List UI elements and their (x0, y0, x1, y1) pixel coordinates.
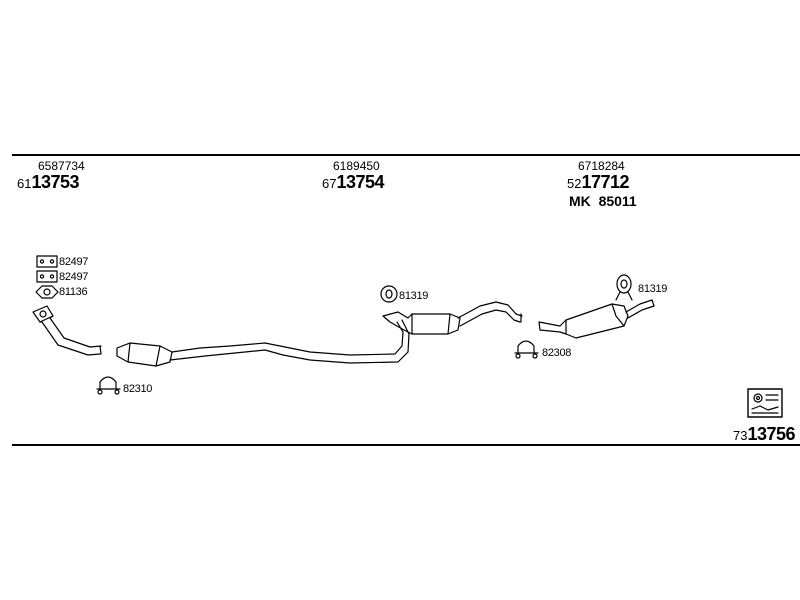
hanger-mid-icon (380, 285, 398, 303)
bottom-rule (12, 444, 800, 446)
group1-ref: 6587734 (38, 159, 85, 173)
group1-code: 6113753 (17, 172, 80, 192)
front-pipe-icon (32, 305, 102, 356)
group2-code: 6713754 (322, 172, 385, 192)
catalytic-converter-icon (116, 342, 173, 367)
clamp-front-label: 82310 (123, 383, 153, 395)
hanger-rear-label: 81319 (638, 283, 668, 295)
gasket-1-label: 82497 (59, 256, 89, 268)
clamp-rear-icon (514, 340, 539, 359)
flange-gasket-label: 81136 (59, 286, 88, 298)
group3-code: 5217712 (567, 172, 630, 192)
gasket-2-icon (36, 270, 58, 283)
gasket-1-icon (36, 255, 58, 268)
flange-gasket-icon (35, 285, 59, 299)
gasket-2-label: 82497 (59, 271, 89, 283)
hanger-mid-label: 81319 (399, 290, 429, 302)
rear-silencer-icon (538, 299, 655, 339)
group2-ref: 6189450 (333, 159, 380, 173)
intermediate-pipe-icon (169, 319, 410, 364)
clamp-front-icon (96, 376, 121, 395)
group3-ref: 6718284 (578, 159, 625, 173)
mounting-kit-icon (747, 388, 783, 418)
hanger-rear-icon (615, 274, 633, 301)
middle-silencer-icon (382, 301, 523, 335)
mounting-kit-label: MK 85011 (569, 193, 637, 209)
top-rule (12, 154, 800, 156)
mounting-kit-code: 7313756 (733, 424, 796, 444)
clamp-rear-label: 82308 (542, 347, 572, 359)
